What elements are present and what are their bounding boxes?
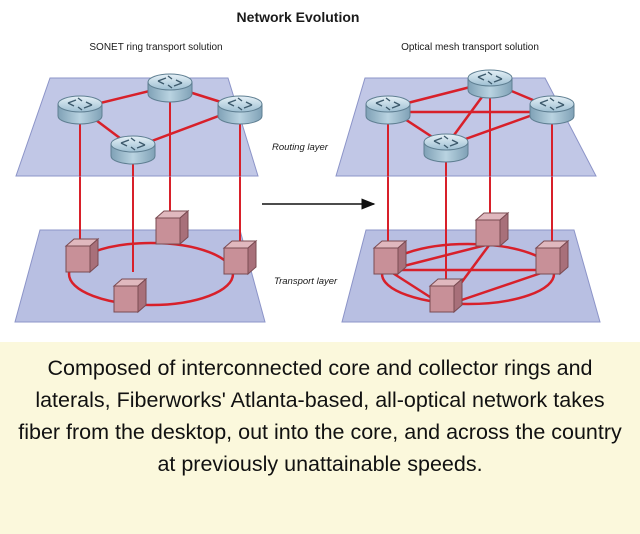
right-vertical-links-upper	[387, 92, 553, 176]
figure-caption: Composed of interconnected core and coll…	[0, 342, 640, 534]
routing-layer-label: Routing layer	[272, 142, 329, 153]
diagram-canvas: Network Evolution SONET ring transport s…	[14, 9, 601, 323]
left-panel-label: SONET ring transport solution	[89, 42, 222, 53]
right-routing-plane	[335, 77, 597, 177]
router-icon	[217, 95, 263, 125]
router-icon	[467, 69, 513, 99]
optical-switch-box-icon	[429, 278, 463, 313]
transport-layer-label: Transport layer	[274, 276, 338, 287]
right-mesh-panel	[335, 69, 601, 323]
network-evolution-diagram: Network Evolution SONET ring transport s…	[14, 9, 601, 323]
left-vertical-links-upper	[79, 92, 241, 176]
right-panel-label: Optical mesh transport solution	[401, 42, 539, 53]
optical-switch-box-icon	[65, 238, 99, 273]
router-icon	[147, 73, 193, 103]
optical-switch-box-icon	[373, 240, 407, 275]
optical-switch-box-icon	[113, 278, 147, 313]
left-sonet-panel	[14, 73, 266, 323]
optical-switch-box-icon	[155, 210, 189, 245]
optical-switch-box-icon	[535, 240, 569, 275]
diagram-title: Network Evolution	[237, 9, 360, 25]
router-icon	[423, 133, 469, 163]
optical-switch-box-icon	[475, 212, 509, 247]
router-icon	[57, 95, 103, 125]
optical-switch-box-icon	[223, 240, 257, 275]
router-icon	[529, 95, 575, 125]
router-icon	[110, 135, 156, 165]
router-icon	[365, 95, 411, 125]
